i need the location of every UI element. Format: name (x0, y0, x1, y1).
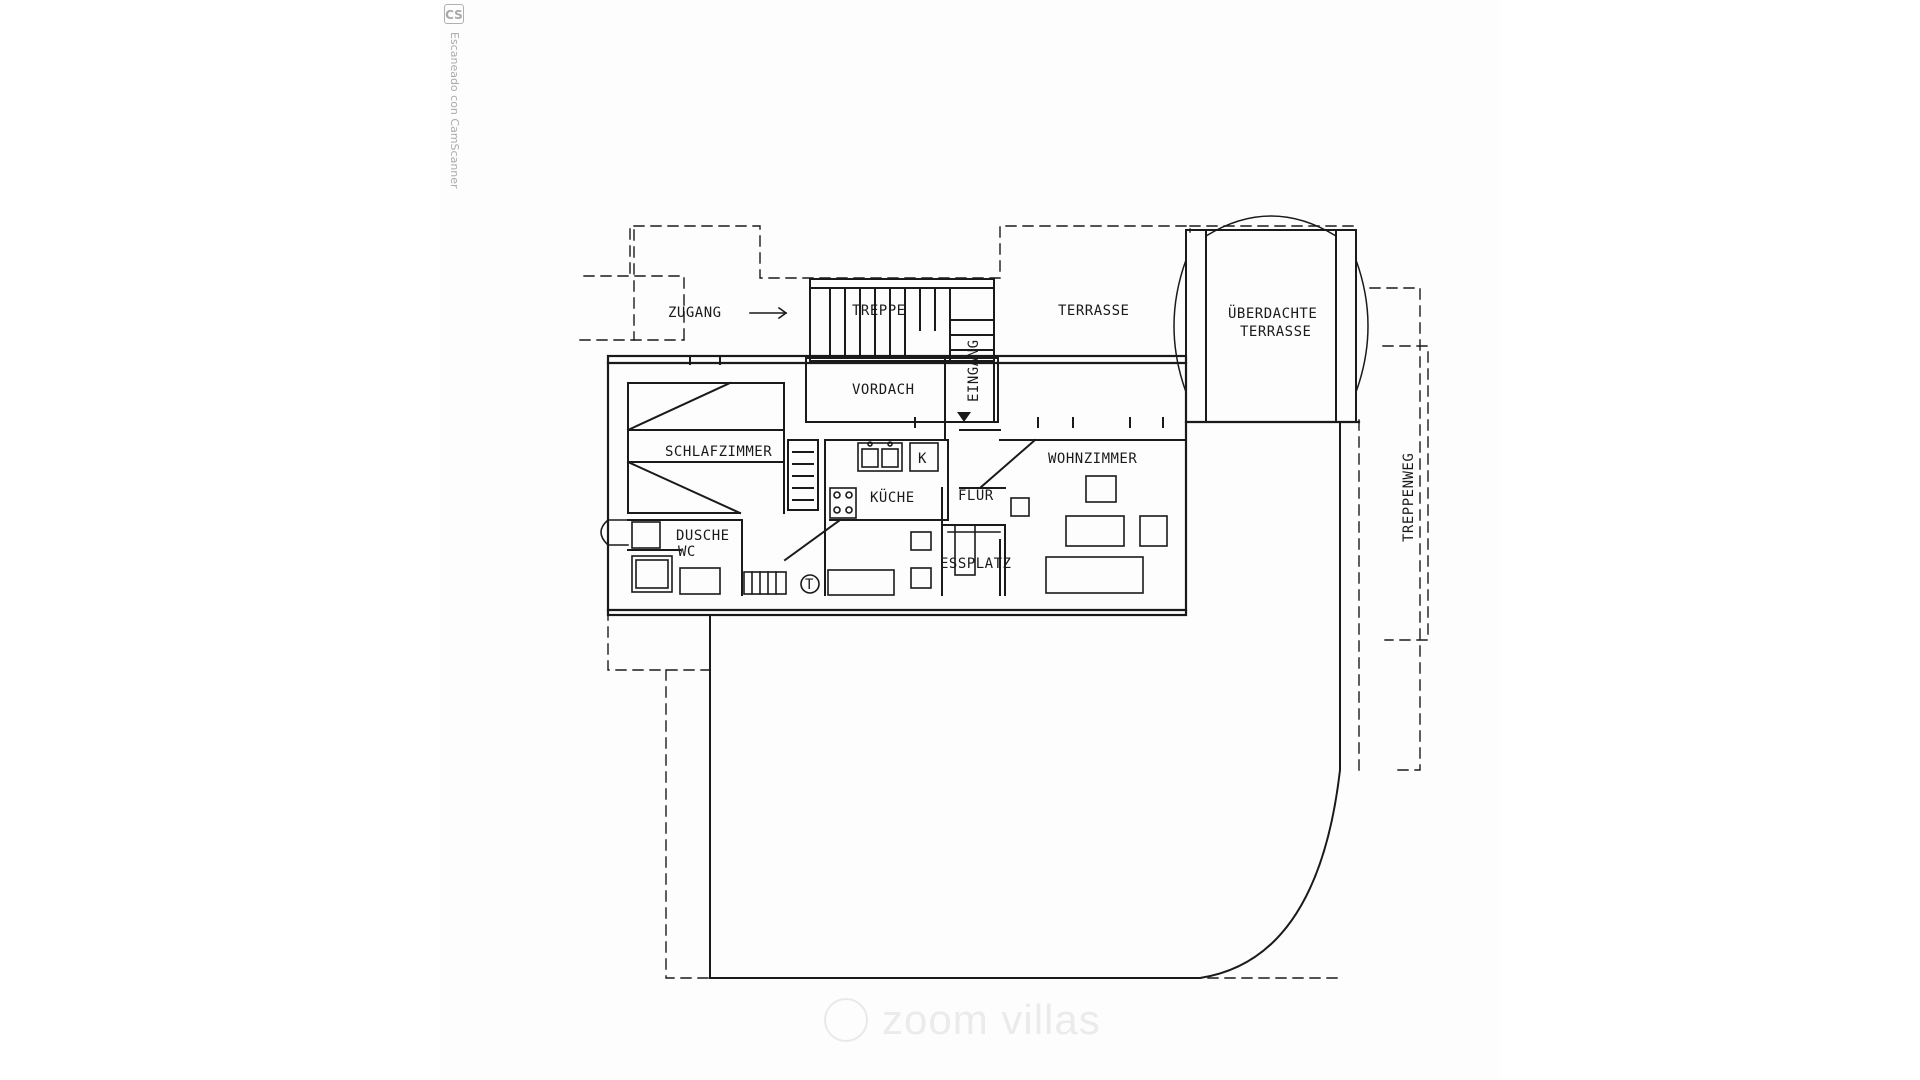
label-dusche: DUSCHE (676, 528, 730, 544)
camscanner-logo-icon: CS (444, 4, 464, 24)
label-ueberdachte-2: TERRASSE (1240, 324, 1311, 340)
watermark-text: zoom villas (882, 996, 1101, 1043)
vordach-canopy (805, 278, 999, 423)
watermark: zoom villas (818, 992, 1118, 1052)
label-t: T (805, 577, 814, 593)
label-treppenweg: TREPPENWEG (1401, 453, 1417, 542)
label-flur: FLUR (958, 488, 994, 504)
label-ueberdachte-1: ÜBERDACHTE (1228, 304, 1317, 322)
interior-walls (626, 381, 1187, 596)
label-fridge-k: K (918, 451, 927, 467)
label-terrasse: TERRASSE (1058, 303, 1129, 319)
zugang-arrow-icon (749, 306, 788, 320)
label-treppe: TREPPE (852, 303, 906, 319)
entrance-arrow-icon (957, 412, 971, 422)
fixtures (600, 441, 1168, 596)
label-schlafzimmer: SCHLAFZIMMER (665, 444, 772, 460)
window-marks (689, 355, 1164, 428)
camscanner-stamp: CS Escaneado con CamScanner (444, 4, 466, 204)
label-eingang: EINGANG (966, 339, 982, 402)
label-zugang: ZUGANG (668, 305, 722, 321)
covered-terrace (1173, 215, 1369, 423)
watermark-logo-icon (824, 998, 868, 1042)
label-vordach: VORDACH (852, 382, 915, 398)
camscanner-caption: Escaneado con CamScanner (448, 32, 461, 189)
label-wohnzimmer: WOHNZIMMER (1048, 451, 1137, 467)
label-essplatz: ESSPLATZ (940, 556, 1011, 572)
label-kueche: KÜCHE (870, 488, 915, 506)
garden-boundary (709, 421, 1341, 979)
label-wc: WC (678, 544, 696, 560)
scanned-page (440, 0, 1500, 1080)
property-boundary-dashed (579, 225, 1429, 979)
